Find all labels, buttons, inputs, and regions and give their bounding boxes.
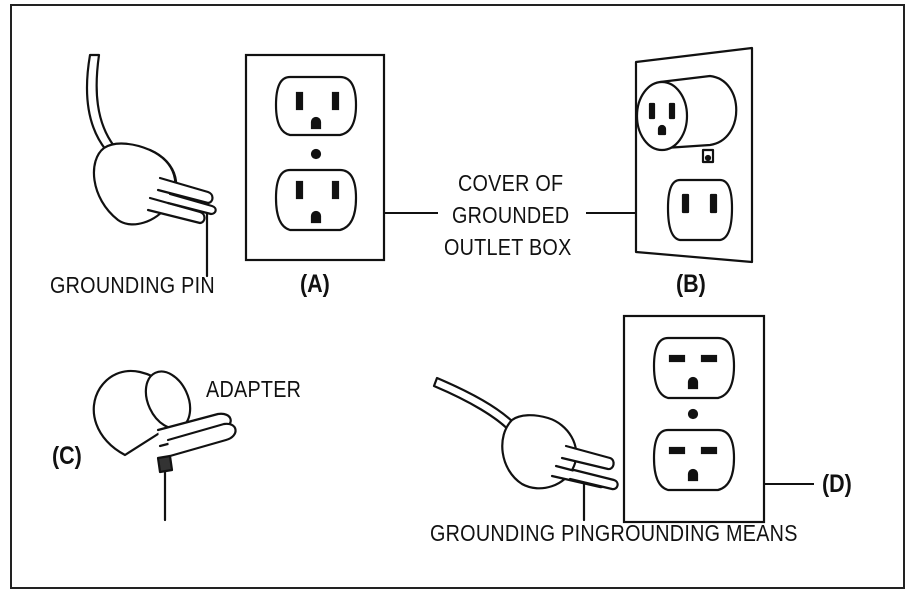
outlet-a-upper-ground (310, 116, 322, 130)
cover-label-line2: GROUNDED (452, 202, 570, 228)
plug-d-prong-upper (560, 444, 615, 471)
plug-ground-pin (166, 192, 217, 216)
outlet-a-upper-slot-right (331, 91, 340, 111)
adapter-label: ADAPTER (206, 376, 302, 402)
outlet-d-lower-receptacle (652, 428, 736, 492)
outlet-d-upper-slot-left (668, 354, 686, 363)
plug-prong-upper (156, 176, 214, 205)
outlet-d-lower-slot-right (700, 446, 718, 455)
panel-d-tag: (D) (822, 470, 852, 498)
outlet-d-lower-slot-left (668, 446, 686, 455)
outlet-d-upper-ground (687, 376, 699, 390)
plug-d-ground-pin (568, 468, 619, 491)
outlet-b-slot-right (709, 193, 718, 214)
grounded-plug-illustration (85, 53, 217, 278)
adapter-c-prong-lower (166, 422, 237, 458)
outlet-a-lower-ground (310, 210, 322, 224)
figure-frame (10, 4, 905, 589)
outlet-a-lower-slot-left (295, 180, 304, 200)
grounding-pin-label: GROUNDING PIN (50, 272, 215, 298)
outlet-a-upper-slot-left (295, 91, 304, 111)
adapter-slot-right (668, 102, 676, 120)
panel-c-tag: (C) (52, 442, 82, 470)
outlet-a-upper-receptacle (274, 75, 358, 137)
outlet-b-lower-receptacle (666, 178, 734, 242)
cover-label-line1: COVER OF (458, 170, 564, 196)
outlet-d (622, 314, 766, 524)
adapter-c-ground-tab (156, 454, 174, 474)
outlet-d-screw (687, 408, 699, 420)
outlet-a-screw (310, 148, 322, 160)
outlet-a-lower-slot-right (331, 180, 340, 200)
outlet-d-upper-receptacle (652, 336, 736, 400)
outlet-b (634, 46, 754, 264)
adapter-slot-left (648, 102, 656, 120)
outlet-a (244, 53, 386, 262)
panel-a-tag: (A) (300, 270, 330, 298)
outlet-b-slot-left (681, 193, 690, 214)
adapter-c (92, 369, 237, 522)
adapter-tab-screw (704, 154, 712, 162)
outlet-d-lower-ground (687, 468, 699, 482)
panel-b-tag: (B) (676, 270, 706, 298)
outlet-d-upper-slot-right (700, 354, 718, 363)
grounded-plug-d (432, 376, 619, 522)
adapter-ground-hole (657, 124, 667, 136)
bottom-caption: GROUNDING PINGROUNDING MEANS (430, 520, 798, 546)
cover-label-line3: OUTLET BOX (444, 234, 572, 260)
plug-cord (85, 53, 116, 152)
adapter-face (635, 80, 689, 152)
